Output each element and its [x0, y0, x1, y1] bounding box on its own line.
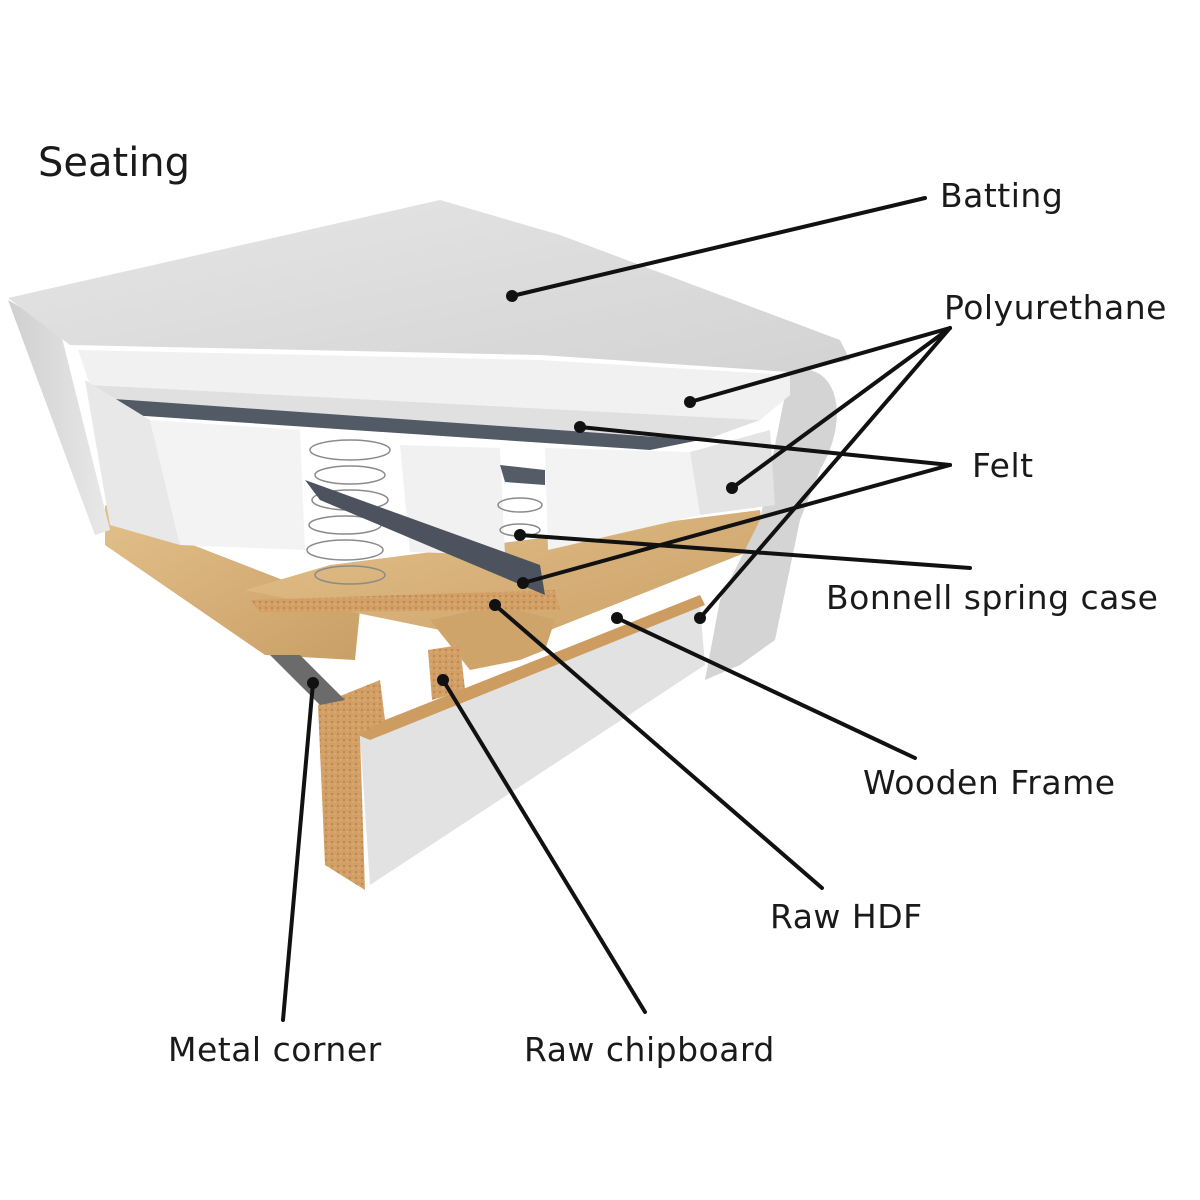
polyurethane-slab [78, 350, 790, 440]
label-bonnell-spring-case: Bonnell spring case [826, 578, 1159, 617]
raw-hdf-board [250, 590, 560, 612]
leader-lines [281, 196, 972, 1022]
label-raw-chipboard: Raw chipboard [524, 1030, 775, 1069]
label-wooden-frame: Wooden Frame [863, 763, 1116, 802]
wooden-frame [105, 505, 765, 670]
diagram-title: Seating [38, 140, 191, 186]
felt-strip [305, 480, 545, 595]
label-metal-corner: Metal corner [168, 1030, 382, 1069]
foam-blocks [85, 380, 775, 555]
metal-corner-bracket [270, 655, 345, 705]
front-rail [318, 595, 705, 890]
fabric-cover [8, 200, 850, 680]
label-polyurethane: Polyurethane [944, 288, 1167, 327]
felt-layer [100, 398, 700, 450]
label-felt: Felt [972, 446, 1034, 485]
label-raw-hdf: Raw HDF [770, 897, 923, 936]
label-batting: Batting [940, 176, 1064, 215]
